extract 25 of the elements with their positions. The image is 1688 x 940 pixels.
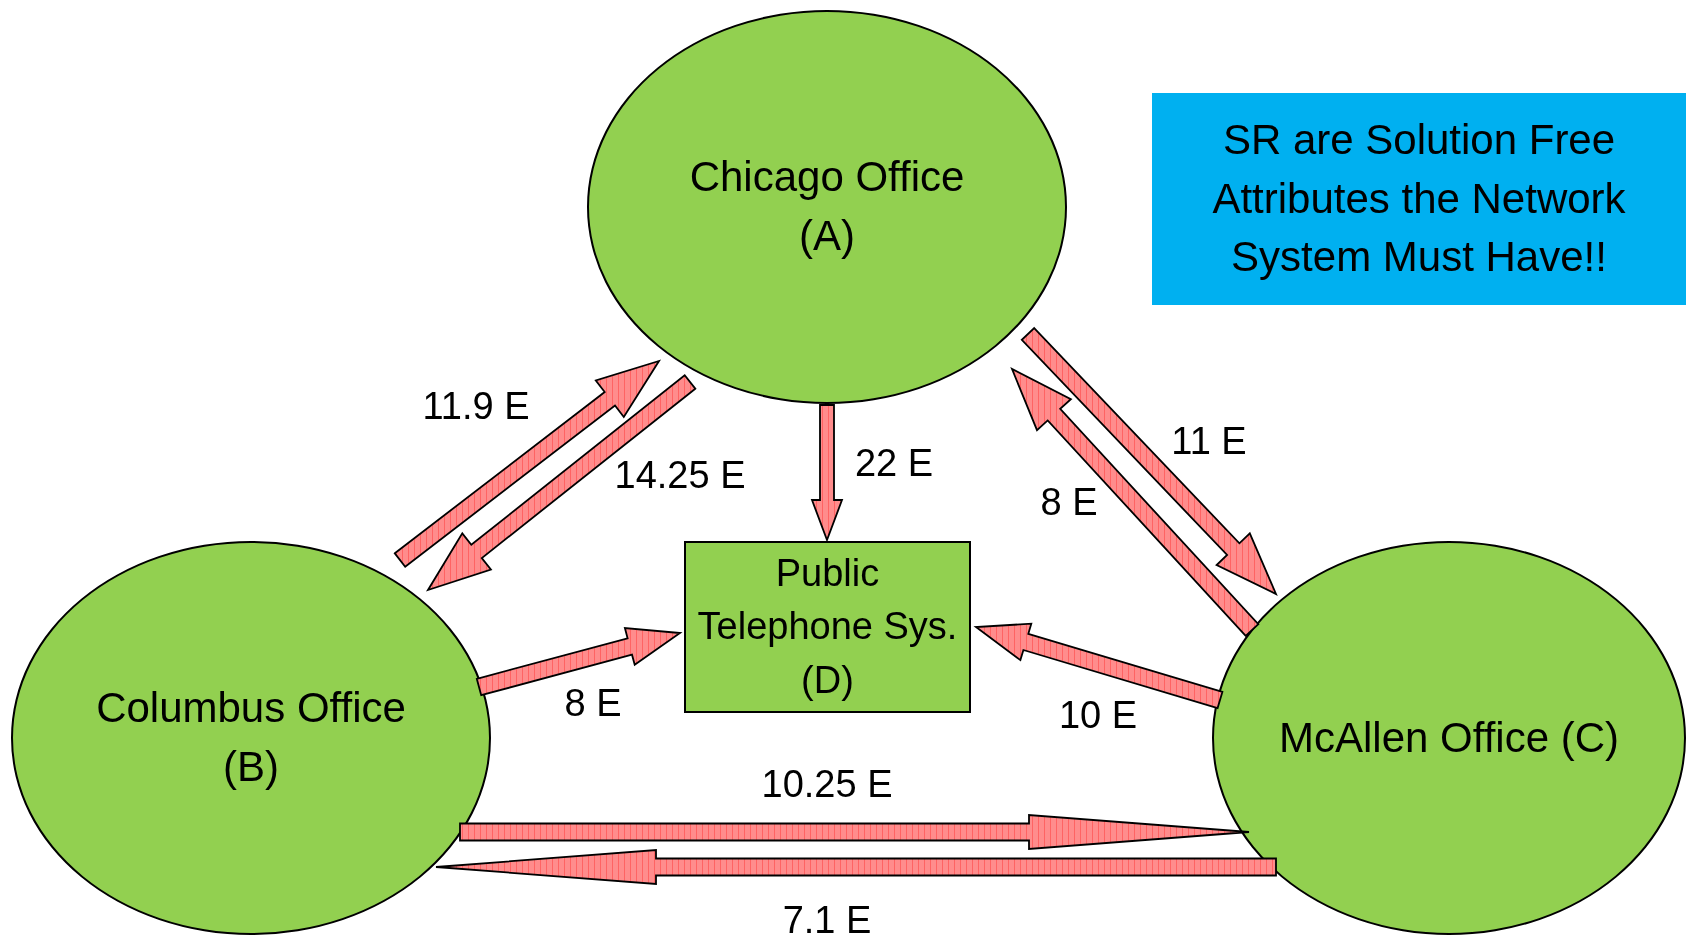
edge-label: 10.25 E xyxy=(761,765,893,803)
process-box xyxy=(684,541,971,713)
node-label: Chicago Office (A) xyxy=(688,152,966,261)
block-arrow xyxy=(1010,367,1260,638)
block-arrow xyxy=(1020,326,1278,596)
block-arrow xyxy=(459,814,1250,850)
edge-label: 14.25 E xyxy=(614,456,746,494)
block-arrow xyxy=(393,359,662,568)
block-arrow xyxy=(475,627,683,697)
node-label: Columbus Office (B) xyxy=(95,683,407,792)
edge-label: 7.1 E xyxy=(782,901,872,939)
note-box xyxy=(1152,93,1686,305)
edge-label: 11 E xyxy=(1171,422,1247,460)
block-arrow xyxy=(973,622,1224,710)
block-arrow xyxy=(435,849,1277,885)
edge-label: 8 E xyxy=(564,684,622,722)
block-arrow xyxy=(425,374,697,592)
edge-label: 8 E xyxy=(1040,483,1098,521)
node-label: SR are Solution Free Attributes the Network System Must Have!! xyxy=(1211,114,1627,283)
edge-label: 10 E xyxy=(1058,696,1138,734)
edge-label: 22 E xyxy=(854,444,934,482)
node-label: Public Telephone Sys. (D) xyxy=(696,551,959,703)
node-label: McAllen Office (C) xyxy=(1279,712,1619,763)
edge-label: 11.9 E xyxy=(422,387,530,425)
block-arrow xyxy=(810,404,844,543)
